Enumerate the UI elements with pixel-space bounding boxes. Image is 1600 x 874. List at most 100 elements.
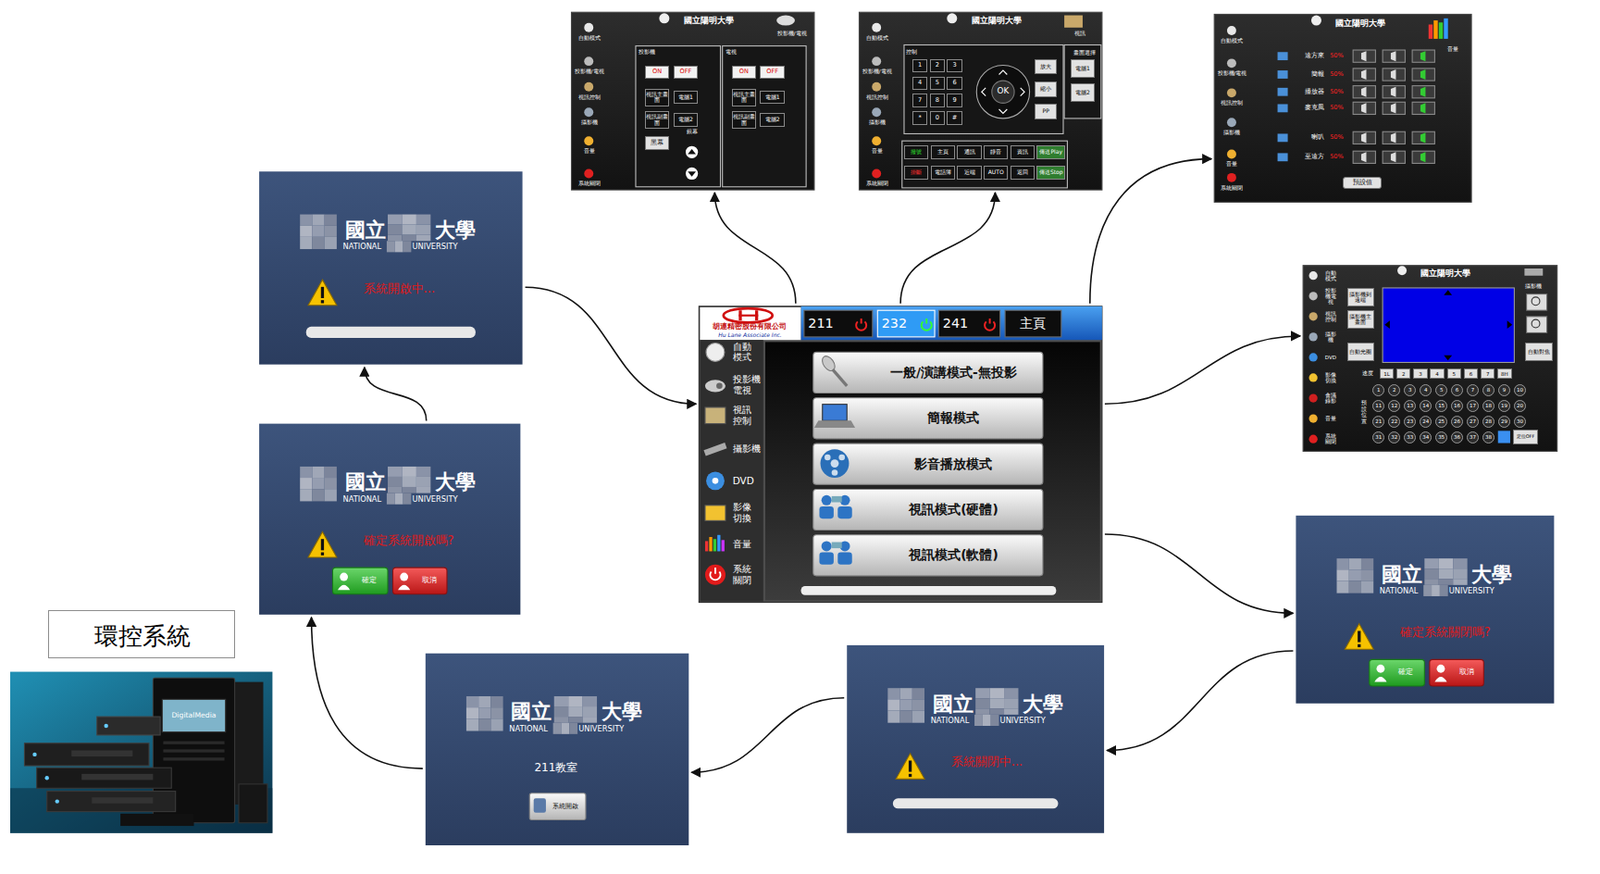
photo-equipment bbox=[162, 756, 224, 760]
touch-screen-bg bbox=[1337, 558, 1468, 596]
text: DVD bbox=[1325, 354, 1337, 360]
text: 國立 bbox=[1381, 562, 1423, 585]
control-screenshot: 自動模式投影機/電視視訊控制攝影機音量系統關閉國立陽明大學音量遠方來50%簡報5… bbox=[1214, 13, 1472, 202]
text: UNIVERSITY bbox=[411, 242, 458, 251]
control-screenshot-text: 控制 bbox=[905, 48, 937, 58]
text: 15 bbox=[1438, 402, 1445, 409]
control-screenshot-text: 投影機/電視 bbox=[1215, 69, 1249, 78]
text: 預設位置 bbox=[1361, 399, 1367, 425]
text: 一般/演講模式-無投影 bbox=[890, 365, 1018, 380]
main-menu-bg bbox=[814, 420, 856, 428]
text: 控制 bbox=[905, 49, 918, 56]
touch-screen-bg bbox=[259, 423, 521, 615]
screenshot-bg bbox=[1064, 45, 1102, 119]
text: 撥號 bbox=[910, 148, 922, 156]
text: 17 bbox=[1469, 402, 1476, 409]
control-screenshot-text: 視訊主畫面 bbox=[731, 88, 757, 107]
touch-screen-bg bbox=[1369, 658, 1426, 686]
text: 系統關閉 bbox=[578, 180, 601, 187]
control-screenshot-text: 遠方來 bbox=[1293, 50, 1325, 62]
screen-icon bbox=[1382, 68, 1405, 81]
text: OFF bbox=[766, 68, 779, 75]
control-screenshot-text: 定位OFF bbox=[1513, 429, 1538, 444]
touch-screen-text: 國立 bbox=[930, 688, 977, 718]
photo-equipment bbox=[91, 796, 153, 804]
control-screenshot-text: 放大 bbox=[1034, 59, 1057, 75]
text: 大學 bbox=[601, 699, 643, 722]
control-screenshot-text: 撥號 bbox=[904, 145, 929, 160]
text: ON bbox=[739, 68, 749, 75]
control-screenshot-text: 喇叭 bbox=[1293, 132, 1325, 143]
screenshot-bg bbox=[1526, 294, 1548, 311]
control-screenshot-text: 50% bbox=[1326, 151, 1347, 162]
flow-arrow bbox=[1104, 335, 1301, 404]
text: 影音播放模式 bbox=[914, 457, 993, 472]
touch-screen: 國立大學NATIONALUNIVERSITY確定系統關閉嗎?確定取消 bbox=[1295, 515, 1554, 704]
text: 簡報模式 bbox=[927, 410, 980, 425]
screenshot-bg bbox=[1443, 289, 1452, 296]
screen-icon bbox=[1309, 311, 1318, 321]
text: 簡報 bbox=[1311, 71, 1325, 78]
text: 0 bbox=[935, 114, 940, 122]
touch-screen-text: UNIVERSITY bbox=[411, 241, 475, 252]
main-menu-bg bbox=[838, 454, 845, 461]
touch-screen-text: NATIONAL bbox=[508, 723, 552, 734]
text: 4 bbox=[1424, 386, 1428, 393]
text: 12 bbox=[1390, 402, 1398, 409]
text: 29 bbox=[1500, 418, 1508, 424]
text: 50% bbox=[1329, 104, 1344, 112]
main-menu-screen-text: 攝影機 bbox=[732, 436, 764, 461]
control-screenshot-text: 19 bbox=[1498, 399, 1511, 412]
touch-screen-bg bbox=[308, 279, 337, 306]
control-screenshot-text: 9 bbox=[1498, 384, 1511, 397]
control-screenshot-text: 7 bbox=[1466, 384, 1479, 397]
text: 21 bbox=[1375, 418, 1382, 424]
control-screenshot-text: 音量 bbox=[1215, 160, 1249, 169]
main-menu-bg bbox=[820, 448, 850, 478]
touch-screen-text: 確定系統關閉嗎? bbox=[1400, 624, 1543, 642]
main-menu-screen-text: 音量 bbox=[732, 531, 764, 556]
text: 232 bbox=[881, 316, 907, 332]
control-screenshot-text: 至遠方 bbox=[1293, 151, 1325, 162]
control-screenshot-text: 黑幕 bbox=[644, 136, 670, 150]
main-menu-screen-text: DVD bbox=[732, 468, 764, 493]
text: 5 bbox=[1452, 371, 1457, 377]
text: 主頁 bbox=[937, 148, 949, 156]
text: OK bbox=[997, 86, 1010, 97]
screen-icon bbox=[1227, 173, 1237, 183]
dialog-button: 取消 bbox=[393, 567, 447, 595]
main-menu-bg bbox=[738, 314, 758, 317]
text: 近端 bbox=[964, 169, 976, 176]
room-tab: 241 bbox=[938, 310, 1000, 337]
photo-equipment bbox=[47, 791, 176, 812]
control-screenshot-text: 26 bbox=[1451, 415, 1464, 428]
control-screenshot-text: 電腦2 bbox=[673, 112, 698, 126]
text: 放大 bbox=[1040, 63, 1052, 71]
screen-icon bbox=[1420, 102, 1427, 113]
screen-icon bbox=[871, 82, 881, 92]
main-menu-bg bbox=[831, 469, 839, 476]
control-screenshot-text: 16 bbox=[1451, 399, 1464, 412]
screen-icon bbox=[1309, 352, 1318, 361]
flow-arrow bbox=[714, 192, 796, 304]
text: DVD bbox=[732, 475, 755, 487]
touch-screen-bg bbox=[425, 653, 689, 845]
control-screenshot-text: 投影機 bbox=[638, 48, 673, 58]
screenshot-bg bbox=[946, 12, 957, 24]
control-screenshot-text: 自動模式 bbox=[572, 33, 607, 42]
control-screenshot-text: 國立陽明大學 bbox=[1324, 17, 1396, 30]
text: 18 bbox=[1485, 402, 1492, 409]
control-screenshot-text: 自動模式 bbox=[860, 33, 894, 42]
text: 大學 bbox=[434, 470, 476, 493]
text: 電腦1 bbox=[678, 94, 694, 101]
start-button-text: 系統開啟 bbox=[546, 793, 585, 820]
main-menu-bg bbox=[706, 471, 725, 490]
control-screenshot-text: 32 bbox=[1388, 431, 1401, 444]
main-menu-screen-text: 視訊控制 bbox=[732, 403, 755, 428]
screenshot-bg bbox=[999, 109, 1008, 113]
text: 16 bbox=[1453, 402, 1461, 409]
screenshot-bg bbox=[1531, 319, 1540, 328]
text: 5 bbox=[935, 79, 940, 87]
text: 音量 bbox=[1325, 415, 1337, 422]
